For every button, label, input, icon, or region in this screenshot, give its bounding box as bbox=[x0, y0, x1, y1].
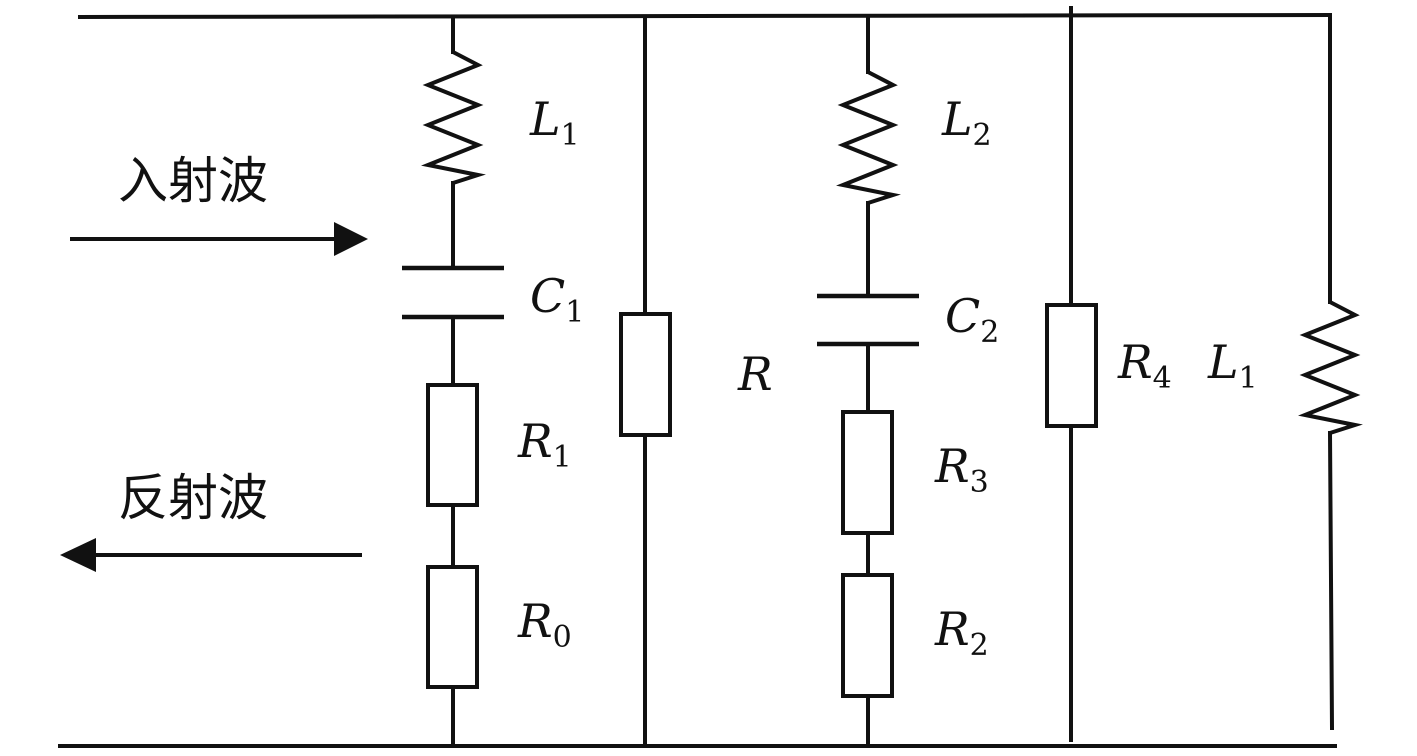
inductor-L2 bbox=[836, 70, 901, 205]
incident-wave-arrow bbox=[70, 222, 368, 256]
inductor-L1-branch5 bbox=[1298, 300, 1363, 435]
branch-3 bbox=[817, 14, 919, 748]
reflected-wave-label: 反射波 bbox=[118, 469, 268, 527]
inductor-L1 bbox=[421, 50, 486, 185]
branch-5-wire-bottom bbox=[1327, 430, 1335, 731]
incident-wave-label: 入射波 bbox=[118, 152, 268, 210]
label-L1-branch5: L1 bbox=[1207, 335, 1258, 396]
label-L1: L1 bbox=[529, 92, 580, 153]
label-C2: C2 bbox=[945, 289, 999, 350]
label-R0: R0 bbox=[517, 594, 572, 655]
resistor-R4 bbox=[1045, 303, 1098, 428]
resistor-R bbox=[619, 312, 672, 437]
branch-2 bbox=[619, 15, 672, 748]
resistor-R2 bbox=[841, 573, 894, 698]
label-R4: R4 bbox=[1117, 335, 1172, 396]
branch-1 bbox=[402, 15, 504, 748]
label-R3: R3 bbox=[934, 439, 989, 500]
label-R: R bbox=[737, 347, 773, 401]
label-R1: R1 bbox=[517, 414, 572, 475]
branch-4 bbox=[1045, 6, 1098, 742]
reflected-wave-arrow bbox=[60, 538, 362, 572]
resistor-R1 bbox=[426, 383, 479, 507]
branch-5 bbox=[1298, 13, 1363, 731]
incident-arrow-head bbox=[334, 222, 368, 256]
top-rail bbox=[77, 12, 1333, 20]
label-C1: C1 bbox=[530, 269, 584, 330]
label-L2: L2 bbox=[941, 92, 992, 153]
resistor-R0 bbox=[426, 565, 479, 689]
reflected-arrow-head bbox=[60, 538, 96, 572]
resistor-R3 bbox=[841, 410, 894, 535]
label-R2: R2 bbox=[934, 602, 989, 663]
